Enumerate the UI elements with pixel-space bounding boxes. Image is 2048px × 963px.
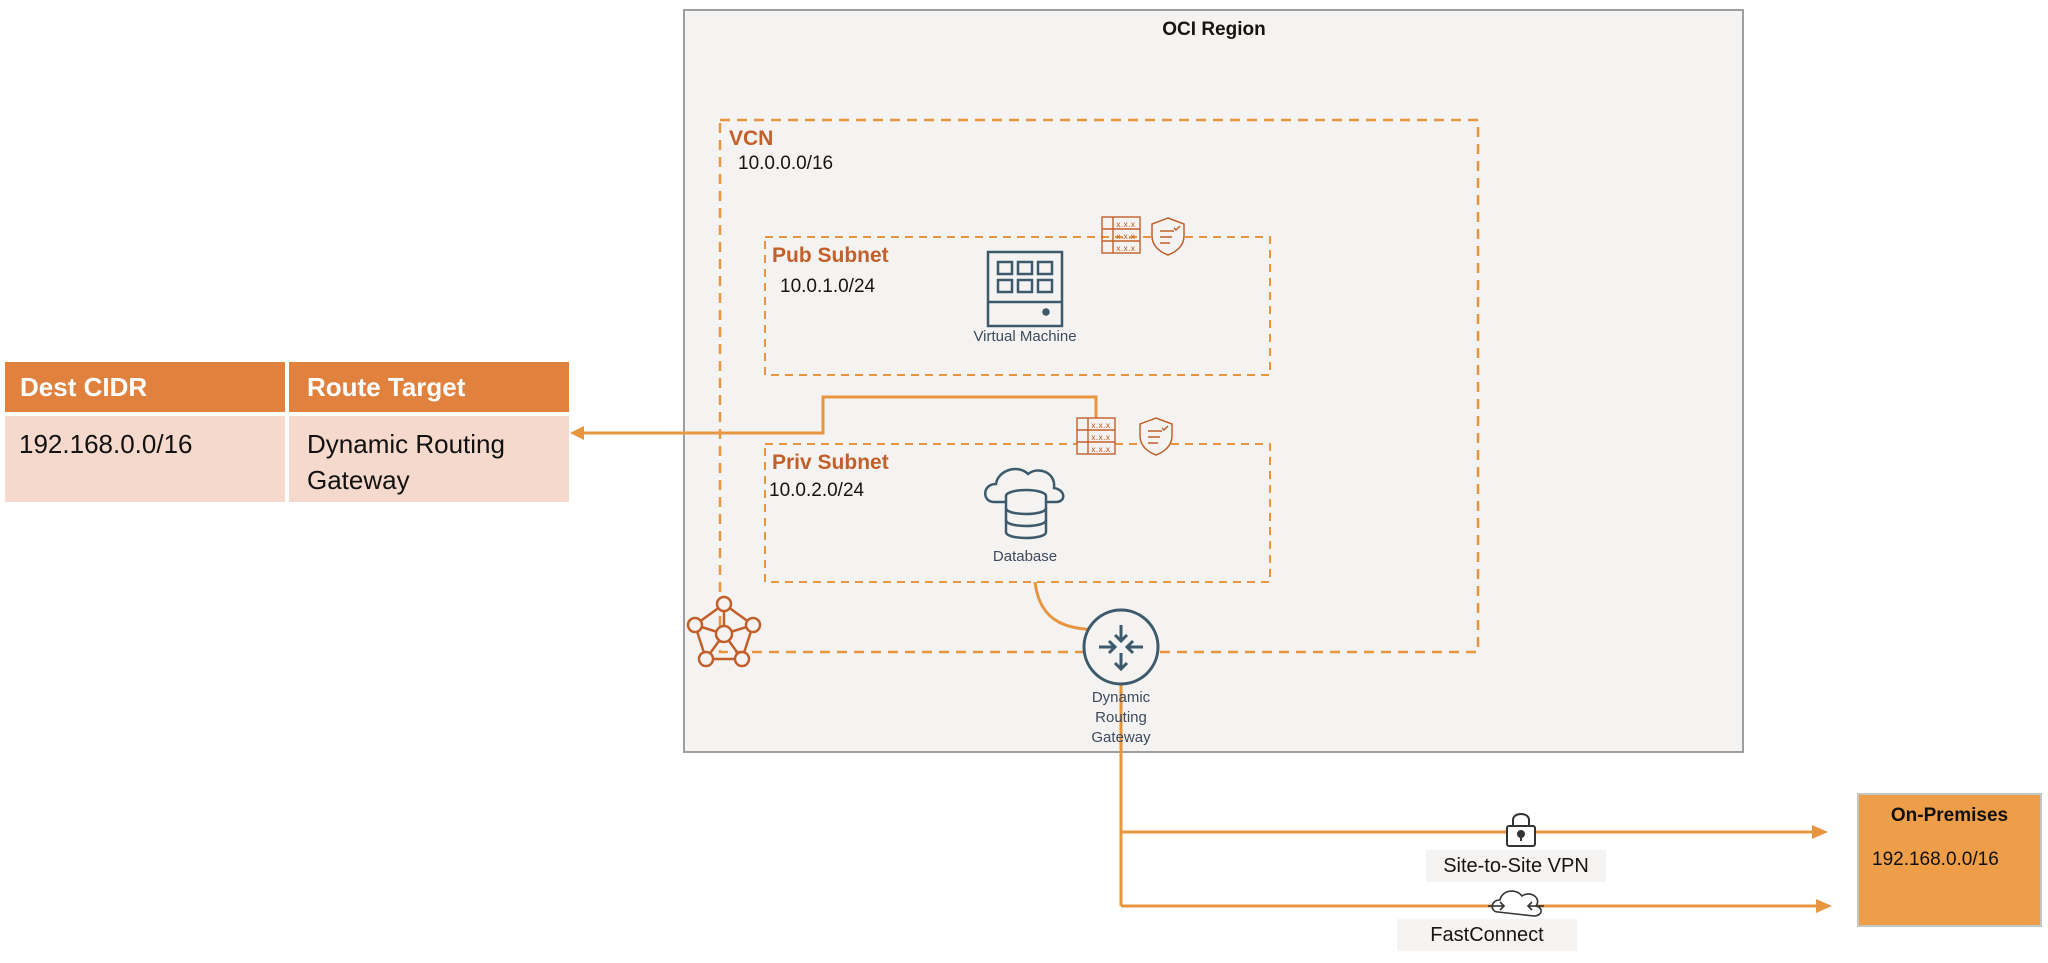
security-list-icon xyxy=(1139,417,1173,456)
drg-icon xyxy=(1082,608,1160,686)
svg-text:x.x.x: x.x.x xyxy=(1116,244,1136,253)
route-table-cell-target: Dynamic Routing Gateway xyxy=(289,416,569,502)
route-table-cell-dest: 192.168.0.0/16 xyxy=(5,416,285,502)
pub-subnet-title: Pub Subnet xyxy=(772,244,889,267)
oci-region-box xyxy=(683,9,1744,753)
route-table-header-dest: Dest CIDR xyxy=(5,362,285,412)
vcn-title: VCN xyxy=(729,127,774,150)
vpn-arrowhead xyxy=(1812,825,1828,839)
fastconnect-arrowhead xyxy=(1816,899,1832,913)
svg-text:x.x.x: x.x.x xyxy=(1091,433,1111,442)
route-table: Dest CIDR Route Target 192.168.0.0/16 Dy… xyxy=(5,362,569,502)
route-table-icon: x.x.x x.x.x x.x.x xyxy=(1076,417,1116,455)
drg-label-line: Dynamic xyxy=(1091,689,1151,706)
drg-label-line: Routing xyxy=(1095,709,1147,726)
security-list-icon xyxy=(1151,217,1185,256)
route-arrowhead xyxy=(570,426,584,440)
svg-text:x.x.x: x.x.x xyxy=(1091,445,1111,454)
drg-label-line: Gateway xyxy=(1091,729,1151,746)
priv-subnet-box xyxy=(764,443,1271,583)
pub-subnet-box xyxy=(764,236,1271,376)
route-table-icon: x.x.x x.x.x x.x.x xyxy=(1101,216,1141,254)
priv-subnet-cidr: 10.0.2.0/24 xyxy=(769,480,865,501)
vcn-cidr: 10.0.0.0/16 xyxy=(738,153,834,174)
svg-text:x.x.x: x.x.x xyxy=(1091,421,1111,430)
drg-label: Dynamic Routing Gateway xyxy=(1061,688,1181,748)
on-premises-cidr: 192.168.0.0/16 xyxy=(1872,849,1999,870)
route-table-header-target: Route Target xyxy=(289,362,569,412)
oci-region-title: OCI Region xyxy=(1162,19,1266,40)
fastconnect-label: FastConnect xyxy=(1397,919,1577,951)
database-icon xyxy=(984,467,1065,540)
svg-text:x.x.x: x.x.x xyxy=(1116,220,1136,229)
database-label: Database xyxy=(992,548,1058,565)
virtual-machine-icon xyxy=(986,250,1064,328)
lock-icon xyxy=(1506,813,1536,847)
route-connector xyxy=(580,395,1098,435)
vpn-label: Site-to-Site VPN xyxy=(1426,850,1606,882)
vcn-icon xyxy=(686,595,762,668)
on-premises-box: On-Premises 192.168.0.0/16 xyxy=(1857,793,2042,927)
pub-subnet-cidr: 10.0.1.0/24 xyxy=(780,276,876,297)
priv-subnet-title: Priv Subnet xyxy=(772,451,889,474)
svg-text:x.x.x: x.x.x xyxy=(1116,232,1136,241)
fastconnect-icon xyxy=(1488,890,1544,917)
virtual-machine-label: Virtual Machine xyxy=(973,328,1077,345)
on-premises-title: On-Premises xyxy=(1890,805,2009,826)
